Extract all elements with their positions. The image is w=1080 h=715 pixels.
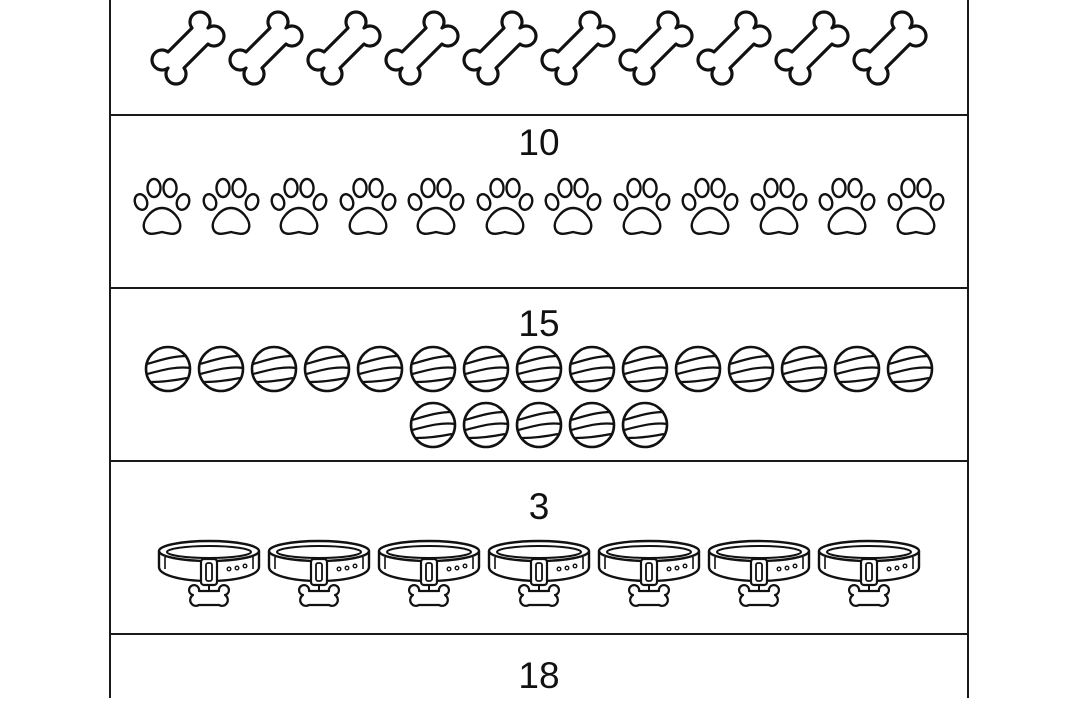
dog-collar-icon: [817, 539, 921, 608]
row-number: 18: [518, 655, 560, 696]
tennis-ball-icon: [621, 345, 669, 393]
dog-collar-icon: [267, 539, 371, 608]
dog-bone-icon: [150, 10, 226, 86]
tennis-ball-icon: [515, 345, 563, 393]
tennis-ball-icon: [250, 345, 298, 393]
paw-icons: [111, 176, 967, 240]
tennis-ball-icon: [409, 401, 457, 449]
paw-print-icon: [474, 177, 535, 235]
dog-bone-icon: [618, 10, 694, 86]
row-number: 15: [518, 303, 560, 344]
row-number: 3: [528, 486, 550, 527]
paw-print-icon: [200, 177, 261, 235]
paw-print-icon: [748, 177, 809, 235]
paw-print-icon: [132, 177, 193, 235]
dog-bone-icon: [462, 10, 538, 86]
paw-print-icon: [406, 177, 467, 235]
paw-print-icon: [269, 177, 330, 235]
bone-icons: [111, 8, 967, 88]
row-number: 10: [518, 122, 560, 163]
tennis-ball-icon: [462, 401, 510, 449]
dog-bone-icon: [540, 10, 616, 86]
dog-bone-icon: [306, 10, 382, 86]
ball-icons-line-1: [111, 344, 967, 394]
tennis-ball-icon: [462, 345, 510, 393]
dog-bone-icon: [384, 10, 460, 86]
dog-bone-icon: [852, 10, 928, 86]
dog-collar-icon: [157, 539, 261, 608]
row-partial: 18: [111, 635, 967, 715]
tennis-ball-icon: [409, 345, 457, 393]
dog-collar-icon: [487, 539, 591, 608]
tennis-ball-icon: [780, 345, 828, 393]
dog-bone-icon: [228, 10, 304, 86]
paw-print-icon: [885, 177, 946, 235]
tennis-ball-icon: [515, 401, 563, 449]
collar-icons: [111, 538, 967, 614]
tennis-ball-icon: [727, 345, 775, 393]
paw-print-icon: [680, 177, 741, 235]
paw-print-icon: [543, 177, 604, 235]
dog-bone-icon: [696, 10, 772, 86]
tennis-ball-icon: [674, 345, 722, 393]
worksheet-sheet: 10 15 3 18: [109, 0, 969, 698]
tennis-ball-icon: [144, 345, 192, 393]
row-collars: 3: [111, 462, 967, 635]
dog-collar-icon: [707, 539, 811, 608]
paw-print-icon: [337, 177, 398, 235]
tennis-ball-icon: [568, 345, 616, 393]
tennis-ball-icon: [886, 345, 934, 393]
tennis-ball-icon: [303, 345, 351, 393]
row-paws: 10: [111, 116, 967, 289]
tennis-ball-icon: [568, 401, 616, 449]
row-bones: [111, 0, 967, 116]
dog-collar-icon: [597, 539, 701, 608]
paw-print-icon: [817, 177, 878, 235]
tennis-ball-icon: [356, 345, 404, 393]
paw-print-icon: [611, 177, 672, 235]
dog-bone-icon: [774, 10, 850, 86]
ball-icons-line-2: [111, 400, 967, 450]
tennis-ball-icon: [197, 345, 245, 393]
dog-collar-icon: [377, 539, 481, 608]
tennis-ball-icon: [833, 345, 881, 393]
row-balls: 15: [111, 289, 967, 462]
tennis-ball-icon: [621, 401, 669, 449]
